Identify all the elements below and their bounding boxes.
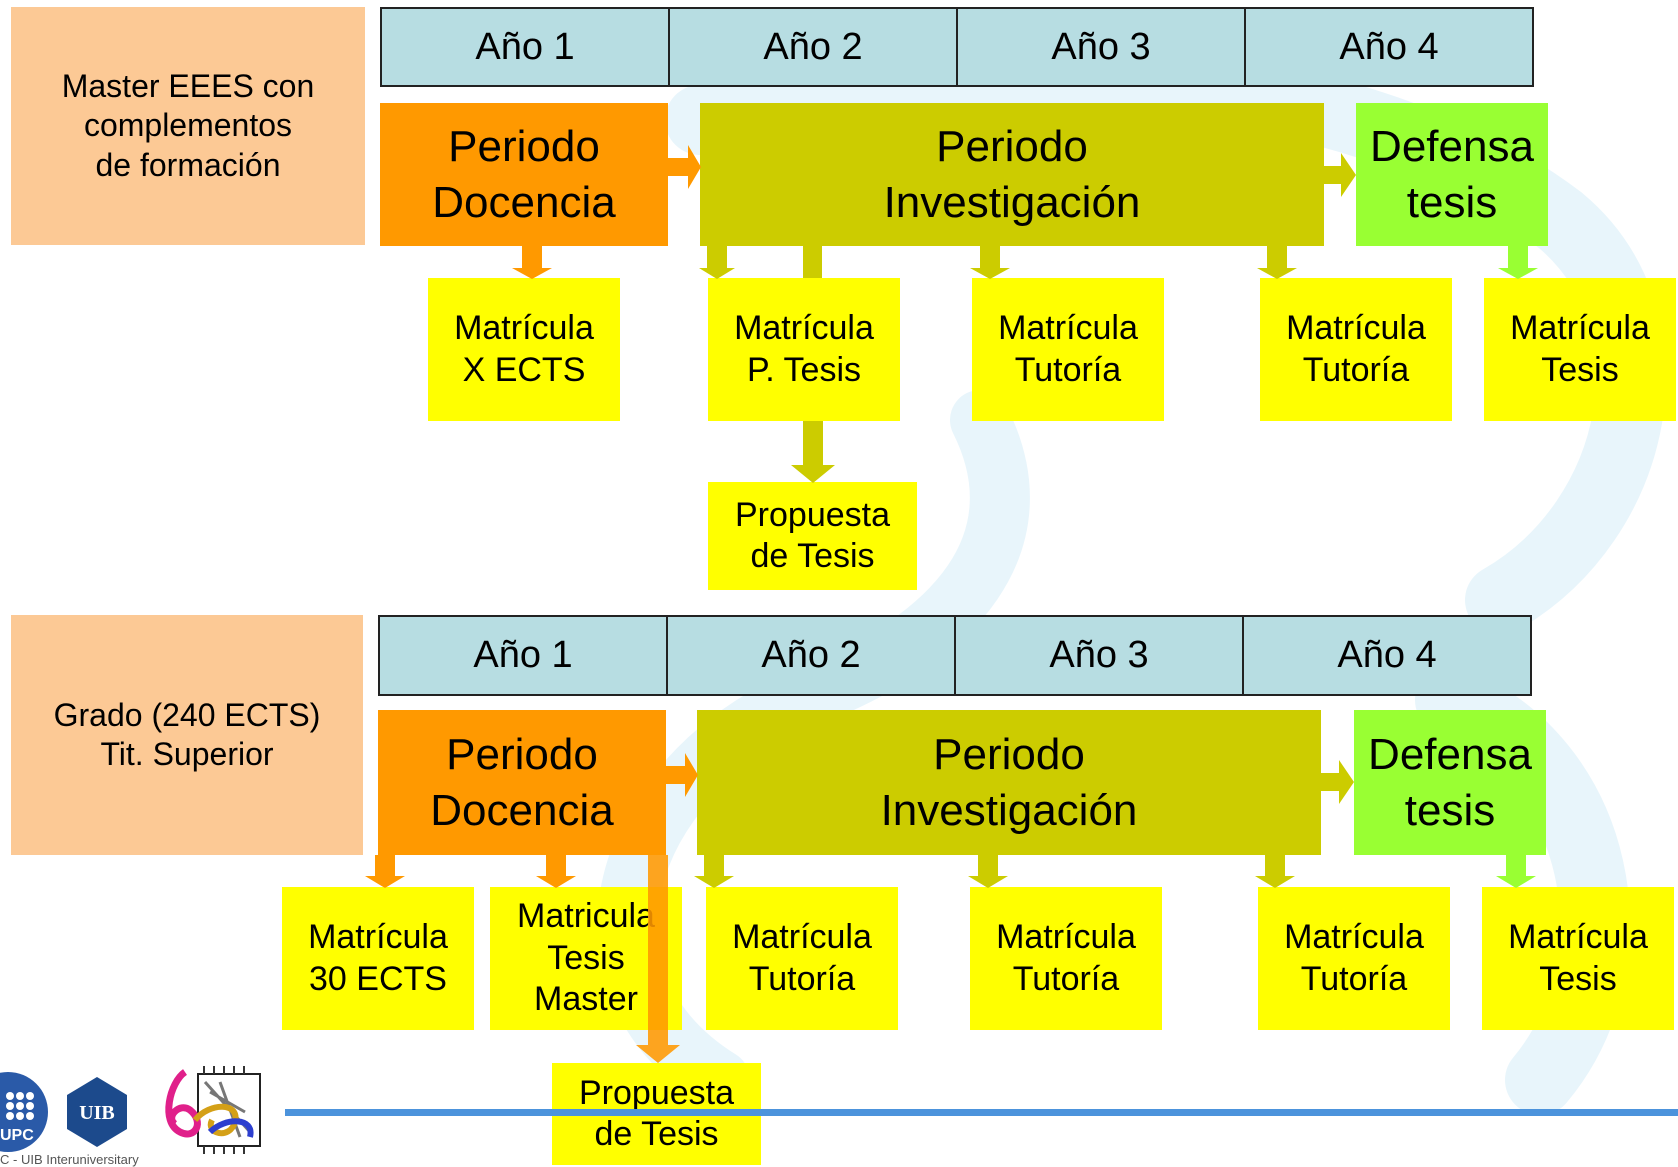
arrow-down-docencia-1 xyxy=(512,246,552,279)
uib-logo-text: UIB xyxy=(79,1102,115,1124)
footer-line xyxy=(285,1109,1678,1116)
arrow-down-tutoria-1 xyxy=(970,246,1010,279)
section1-propuesta-tesis: Propuesta de Tesis xyxy=(708,482,917,590)
section2-matricula-tutoria-1: Matrícula Tutoría xyxy=(706,887,898,1030)
dee-logo-text: dee xyxy=(150,1062,152,1063)
arrow-docencia-to-investigacion-2 xyxy=(666,753,698,797)
arrow-down-tesis-1 xyxy=(1498,246,1538,279)
section1-periodo-docencia: Periodo Docencia xyxy=(380,103,668,246)
section1-year-1: Año 1 xyxy=(380,7,670,87)
section2-matricula-30-ects: Matrícula 30 ECTS xyxy=(282,887,474,1030)
section1-label: Master EEES con complementos de formació… xyxy=(11,7,365,245)
dee-logo: dee xyxy=(150,1062,261,1154)
section1-matricula-tesis: Matrícula Tesis xyxy=(1484,278,1676,421)
arrow-down-propuesta-2 xyxy=(636,855,680,1063)
upc-logo: UPC xyxy=(0,1072,48,1152)
arrow-down-propuesta-1 xyxy=(791,421,835,483)
section2-periodo-docencia: Periodo Docencia xyxy=(378,710,666,855)
upc-logo-text: UPC xyxy=(0,1127,34,1144)
arrow-down-tutoria-4 xyxy=(968,855,1008,888)
section2-periodo-investigacion: Periodo Investigación xyxy=(697,710,1321,855)
footer-caption: C - UIB Interuniversitary xyxy=(0,1152,139,1167)
arrow-investigacion-to-defensa-2 xyxy=(1321,760,1354,804)
section2-label: Grado (240 ECTS) Tit. Superior xyxy=(11,615,363,855)
arrow-down-30-ects xyxy=(365,855,405,888)
section1-year-2: Año 2 xyxy=(668,7,958,87)
section1-year-3: Año 3 xyxy=(956,7,1246,87)
section2-defensa-tesis: Defensa tesis xyxy=(1354,710,1546,855)
arrow-down-tutoria-5 xyxy=(1255,855,1295,888)
arrow-down-ptesis-1 xyxy=(699,246,735,279)
section1-matricula-tutoria-2: Matrícula Tutoría xyxy=(1260,278,1452,421)
arrow-down-tesis-2 xyxy=(1496,855,1536,888)
section2-year-4: Año 4 xyxy=(1242,615,1532,696)
arrow-docencia-to-investigacion-1 xyxy=(668,145,701,189)
section2-matricula-tutoria-3: Matrícula Tutoría xyxy=(1258,887,1450,1030)
arrow-connector-ptesis-1 xyxy=(803,246,822,278)
arrow-down-tutoria-3 xyxy=(694,855,734,888)
section1-year-4: Año 4 xyxy=(1244,7,1534,87)
uib-logo: UIB xyxy=(67,1077,127,1147)
section2-year-1: Año 1 xyxy=(378,615,668,696)
section1-matricula-tutoria-1: Matrícula Tutoría xyxy=(972,278,1164,421)
section1-defensa-tesis: Defensa tesis xyxy=(1356,103,1548,246)
section2-matricula-tutoria-2: Matrícula Tutoría xyxy=(970,887,1162,1030)
arrow-investigacion-to-defensa-1 xyxy=(1324,153,1356,197)
section2-year-3: Año 3 xyxy=(954,615,1244,696)
section1-matricula-p-tesis: Matrícula P. Tesis xyxy=(708,278,900,421)
section2-matricula-tesis: Matrícula Tesis xyxy=(1482,887,1674,1030)
section1-matricula-x-ects: Matrícula X ECTS xyxy=(428,278,620,421)
section1-periodo-investigacion: Periodo Investigación xyxy=(700,103,1324,246)
arrow-down-tesis-master xyxy=(536,855,576,888)
arrow-down-tutoria-2 xyxy=(1257,246,1297,279)
